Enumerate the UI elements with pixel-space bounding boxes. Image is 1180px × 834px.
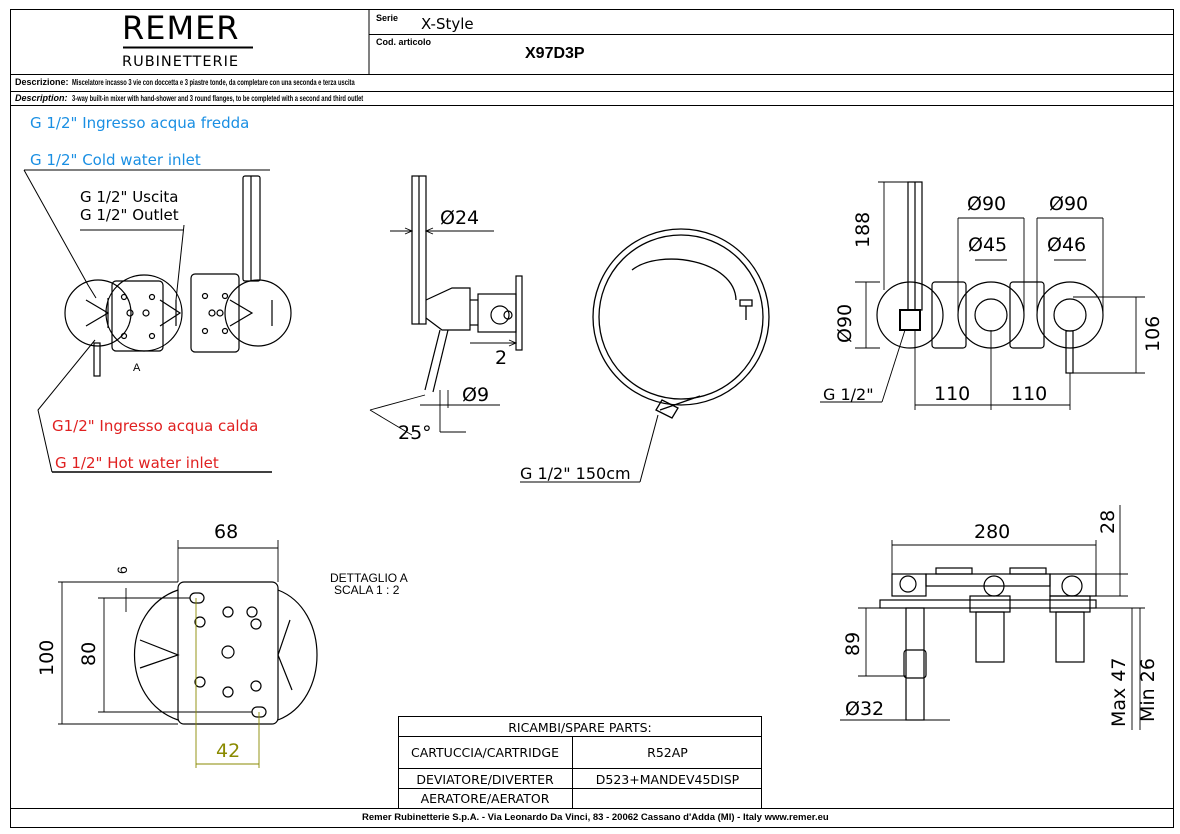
front-view-detail (64, 175, 292, 377)
code-label: Cod. articolo (376, 37, 432, 47)
dim-28: 28 (1097, 509, 1119, 534)
outlet-it: G 1/2" Uscita (80, 188, 179, 206)
detail-a-dims (58, 540, 279, 768)
detail-ref: A (133, 362, 141, 374)
dim-89: 89 (842, 631, 864, 656)
detail-scale: SCALA 1 : 2 (334, 583, 400, 597)
dim-max: Max 47 (1108, 657, 1130, 728)
outlet-en: G 1/2" Outlet (80, 206, 179, 224)
dim-106: 106 (1142, 315, 1164, 352)
callout-leaders (23, 169, 272, 473)
hand-shower-hose (520, 228, 770, 483)
dim-d24: Ø24 (440, 207, 480, 229)
dim-d90-side: Ø90 (834, 303, 856, 343)
brand-sub: RUBINETTERIE (122, 54, 240, 70)
cold-inlet-it: G 1/2" Ingresso acqua fredda (30, 114, 250, 132)
footer-text: Remer Rubinetterie S.p.A. - Via Leonardo… (362, 812, 829, 823)
dim-d32: Ø32 (845, 698, 885, 720)
detail-a (134, 581, 318, 725)
serie-label: Serie (376, 13, 399, 23)
dim-d90-a: Ø90 (967, 193, 1007, 215)
hot-inlet-it: G1/2" Ingresso acqua calda (52, 417, 259, 435)
hot-inlet-en: G 1/2" Hot water inlet (55, 454, 219, 472)
desc-en-label: Description: (15, 93, 68, 103)
part-code-1: R52AP (647, 745, 688, 760)
detail-title: DETTAGLIO A (330, 571, 408, 585)
dim-d46: Ø46 (1047, 234, 1087, 256)
dim-80: 80 (78, 641, 100, 666)
dim-188: 188 (852, 211, 874, 248)
dim-100: 100 (36, 639, 58, 676)
section-view (879, 567, 1097, 721)
hose-label: G 1/2" 150cm (520, 464, 631, 483)
dim-280: 280 (974, 521, 1011, 543)
dim-110-a: 110 (934, 383, 971, 405)
thread-label: G 1/2" (823, 385, 874, 404)
desc-en-text: 3-way built-in mixer with hand-shower an… (72, 94, 364, 103)
side-view (411, 175, 523, 393)
parts-title: RICAMBI/SPARE PARTS: (508, 720, 652, 735)
dim-min: Min 26 (1137, 658, 1159, 722)
desc-it-text: Miscelatore incasso 3 vie con doccetta e… (72, 78, 355, 87)
dim-d90-b: Ø90 (1049, 193, 1089, 215)
section-dims (840, 505, 1145, 730)
dim-2: 2 (495, 347, 508, 369)
serie-value: X-Style (421, 15, 474, 33)
dim-42: 42 (216, 740, 241, 762)
dim-6: 6 (114, 566, 130, 574)
side-view-dims (369, 227, 518, 436)
dim-68: 68 (214, 521, 239, 543)
dim-d45: Ø45 (968, 234, 1008, 256)
dim-d9: Ø9 (462, 384, 490, 406)
parts-table-grid (398, 716, 762, 809)
part-code-2: D523+MANDEV45DISP (595, 772, 740, 787)
part-name-1: CARTUCCIA/CARTRIDGE (410, 745, 560, 760)
part-name-2: DEVIATORE/DIVERTER (416, 772, 554, 787)
desc-it-label: Descrizione: (15, 77, 69, 87)
right-view-dims (820, 181, 1145, 410)
sheet-border (10, 9, 1174, 828)
dim-angle: 25° (398, 422, 432, 444)
part-name-3: AERATORE/AERATOR (420, 791, 550, 806)
code-value: X97D3P (525, 45, 585, 62)
dim-110-b: 110 (1011, 383, 1048, 405)
brand-name: REMER (122, 9, 240, 47)
cold-inlet-en: G 1/2" Cold water inlet (30, 151, 201, 169)
